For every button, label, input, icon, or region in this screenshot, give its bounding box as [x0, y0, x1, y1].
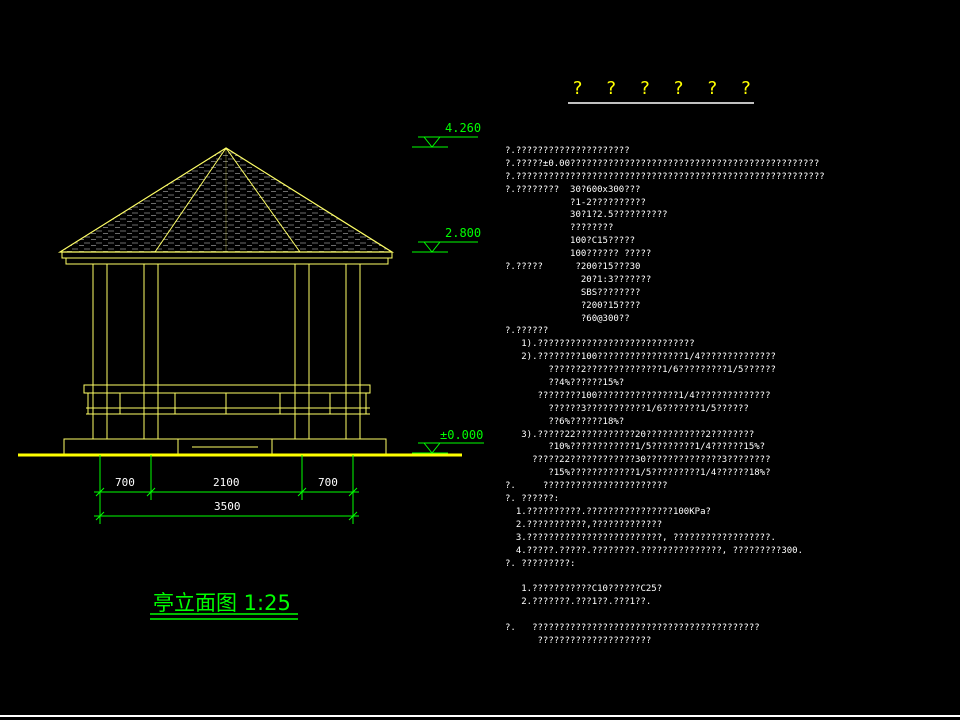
elevation-label-top: 4.260 — [445, 121, 482, 135]
note-line: ?????22????????????30??????????????3????… — [505, 455, 771, 466]
note-line: ?. ?????????: — [505, 558, 576, 569]
note-line: ?.????? ?200?15???30 — [505, 262, 641, 273]
dimension-label-total: 3500 — [214, 500, 241, 513]
note-line: 100?????? ????? — [505, 249, 652, 260]
note-line: ?10%????????????1/5????????1/4??????15%? — [505, 442, 766, 453]
note-line: ?. ??????: — [505, 494, 560, 505]
note-line: 2).????????100????????????????1/4???????… — [505, 352, 776, 363]
note-line: ?.?????? — [505, 326, 549, 337]
note-line: 1.???????????C10??????C25? — [505, 584, 663, 595]
note-line: 1.??????????.????????????????100KPa? — [505, 506, 711, 517]
note-line: 30?1?2.5?????????? — [505, 210, 668, 221]
note-line: ?. ??????????????????????? — [505, 481, 668, 492]
note-line: ?.??????????????????????????????????????… — [505, 171, 825, 182]
note-line: 2.???????????,????????????? — [505, 519, 663, 530]
design-notes: ?.????????????????????? ?.?????±0.00?????… — [505, 145, 825, 648]
note-line — [505, 609, 825, 622]
note-line: ??????2??????????????1/6?????????1/5????… — [505, 365, 776, 376]
note-line: ?.???????? 30?600x300??? — [505, 184, 641, 195]
note-line: ??????3???????????1/6???????1/5?????? — [505, 403, 749, 414]
note-line: ?60@300?? — [505, 313, 630, 324]
sheet-title: ? ? ? ? ? ? — [572, 78, 758, 99]
note-line: 3).?????22???????????20???????????2?????… — [505, 429, 755, 440]
note-line: 100?C15????? — [505, 236, 636, 247]
elevation-label-ground: ±0.000 — [440, 428, 484, 442]
note-line: 4.?????.?????.????????.???????????????, … — [505, 545, 804, 556]
note-line: ?.????????????????????? — [505, 146, 630, 156]
caption-underline — [150, 613, 298, 620]
note-line: ?1-2?????????? — [505, 197, 646, 208]
elevation-marker-ground — [412, 442, 484, 454]
note-line: ?. ?????????????????????????????????????… — [505, 622, 760, 633]
note-line: ?.?????±0.00????????????????????????????… — [505, 158, 820, 169]
note-line: 20?1:3??????? — [505, 274, 652, 285]
note-line: ??6%??????18%? — [505, 416, 625, 427]
note-line: ?200?15???? — [505, 300, 641, 311]
note-line: 2.???????.???1??.???1??. — [505, 597, 652, 608]
elevation-marker-top — [412, 136, 478, 148]
dimension-label-left: 700 — [115, 476, 135, 489]
elevation-label-eave: 2.800 — [445, 226, 482, 240]
note-line: ????????100???????????????1/4???????????… — [505, 390, 771, 401]
note-line: ?15%????????????1/5?????????1/4??????18%… — [505, 468, 771, 479]
pavilion-railing — [83, 384, 371, 415]
dimension-label-middle: 2100 — [213, 476, 240, 489]
dimension-label-right: 700 — [318, 476, 338, 489]
note-line: 3.?????????????????????????, ???????????… — [505, 532, 776, 543]
note-line: 1).????????????????????????????? — [505, 339, 695, 350]
dimension-lines — [94, 455, 359, 524]
elevation-marker-eave — [412, 241, 478, 253]
note-line: ??4%??????15%? — [505, 378, 625, 389]
pavilion-base — [63, 438, 387, 455]
note-line: SBS???????? — [505, 287, 641, 298]
note-line: ???????? — [505, 223, 614, 234]
drawing-caption: 亭立面图 1:25 — [153, 591, 291, 615]
pavilion-roof — [57, 147, 395, 265]
note-line — [505, 570, 825, 583]
note-line: ????????????????????? — [505, 635, 652, 646]
